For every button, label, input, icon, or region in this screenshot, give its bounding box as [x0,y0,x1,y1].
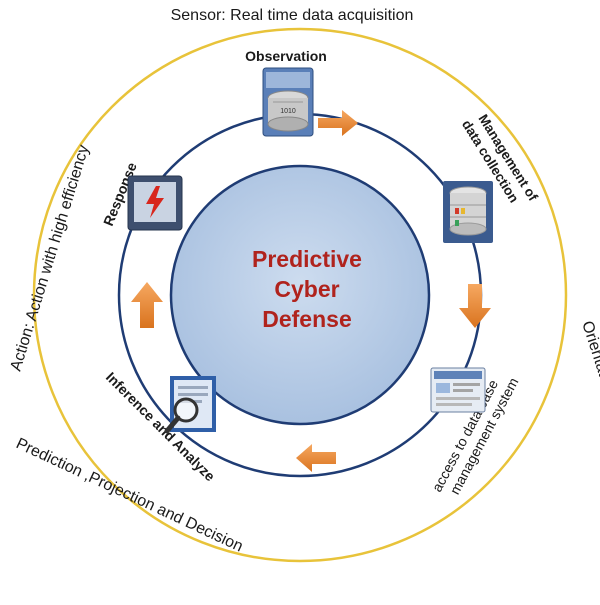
stage-label-observation: Observation [245,48,327,64]
center-title-line2: Cyber [274,276,339,302]
database-server-icon [443,181,493,243]
flow-arrow-right [318,110,358,136]
sensor-device-icon: 1010 [262,67,314,137]
center-title-line3: Defense [262,306,351,332]
flow-arrow-up [131,282,163,328]
magnifier-document-icon [164,376,216,434]
flow-arrow-down [459,284,491,328]
outer-label-right: Orientation [578,319,600,399]
center-circle [169,164,431,426]
flow-arrow-left [296,444,336,472]
outer-label-top: Sensor: Real time data acquisition [171,7,414,24]
outer-label-left: Action: Action with high efficiency [8,143,93,373]
center-title-line1: Predictive [252,246,362,272]
dashboard-screen-icon [430,367,486,413]
svg-text:1010: 1010 [280,108,296,115]
outer-ring [32,27,568,563]
alert-monitor-icon [127,175,183,231]
